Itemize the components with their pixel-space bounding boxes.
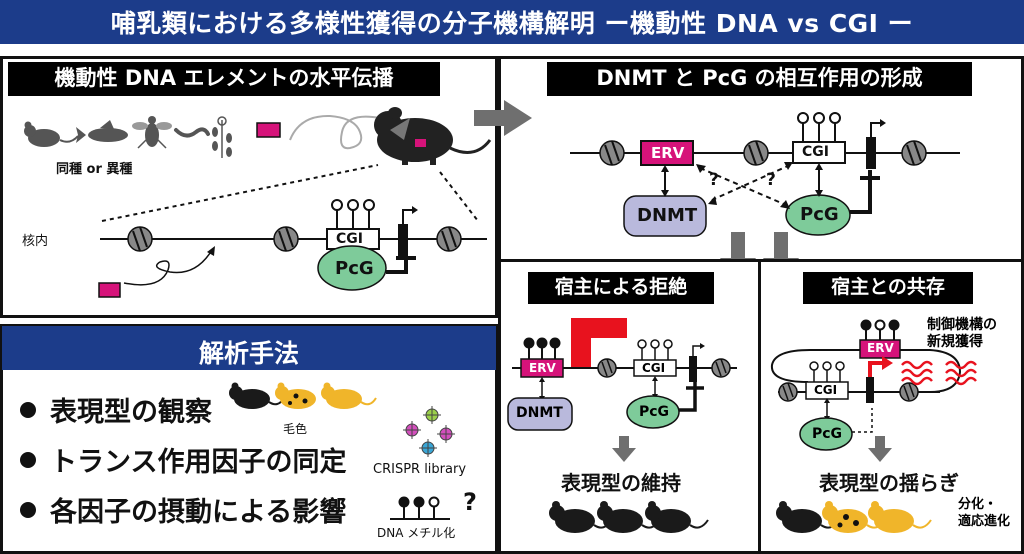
species-label: 同種 or 異種 [56,162,133,177]
pcg-label: PcG [335,258,374,279]
yellow-mouse-icon [868,501,932,533]
panel-host-coexistence [758,259,1024,554]
method-item-label: 表現型の観察 [50,397,212,428]
nucleosome [743,140,769,166]
panel-horizontal-transfer [0,56,498,318]
panel-horizontal-transfer-header: 機動性 DNA エレメントの水平伝播 [8,62,440,96]
gene-box [866,377,874,403]
question-mark: ? [766,170,776,190]
active-promoter-arrow-icon [868,361,884,377]
adaptation-label: 分化・ 適応進化 [958,497,1011,529]
method-item: 各因子の摂動による影響 [20,490,346,529]
methylated-cpg-icon [523,337,561,359]
erv-label: ERV [651,144,685,162]
cgi-label: CGI [336,231,363,247]
mouse-icon [24,121,79,147]
promoter-arrow-icon [870,122,882,137]
nucleosome [597,358,617,378]
spotted-mouse-icon [822,501,886,533]
unmethylated-cpg-icon [331,199,375,229]
dna-methylation-icon [390,496,450,520]
coat-color-label: 毛色 [283,422,308,436]
gene-box [689,356,697,382]
nucleosome [778,382,798,402]
phenotype-fluctuation-label: 表現型の揺らぎ [819,471,959,495]
question-mark: ? [463,488,477,516]
method-item-label: トランス作用因子の同定 [50,447,347,478]
panel-host-rejection-header: 宿主による拒絶 [528,272,714,304]
spotted-mouse-icon [275,382,316,409]
plant-icon [212,116,232,158]
black-mouse-icon [597,501,661,533]
black-mouse-icon [776,501,840,533]
pcg-label: PcG [639,404,670,420]
page-title: 哺乳類における多様性獲得の分子機構解明 ー機動性 DNA vs CGI ー [0,0,1024,44]
fish-icon [76,120,128,143]
nucleosome [273,226,299,252]
method-item: 表現型の観察 [20,390,212,429]
nucleosome [899,382,919,402]
dnmt-complex [507,397,573,431]
transcript-wave-icon [901,360,977,386]
pcg-complex [626,395,680,429]
new-mechanism-label: 制御機構の 新規獲得 [927,317,997,350]
nucleosome [127,226,153,252]
method-item: トランス作用因子の同定 [20,440,346,479]
phenotype-maintained-label: 表現型の維持 [561,471,681,495]
cgi-label: CGI [802,144,829,160]
pcg-label: PcG [800,204,839,225]
black-mouse-icon [549,501,613,533]
dnmt-label: DNMT [637,205,698,226]
yellow-mouse-icon [321,382,377,409]
unmethylated-cpg-icon [809,361,845,382]
nucleosome [711,358,731,378]
pcg-label: PcG [812,426,843,442]
nucleus-label: 核内 [22,234,49,249]
erv-box [640,140,694,166]
nucleosome [901,140,927,166]
nucleosome [436,226,462,252]
nucleosome [599,140,625,166]
pcg-complex [799,417,853,451]
crispr-virus-icon [403,406,455,457]
crispr-library-label: CRISPR library [373,462,467,477]
bullet-icon [20,501,36,518]
gene-box [866,137,876,169]
promoter-arrow-icon [402,209,414,224]
bullet-icon [20,401,36,418]
panel-host-coexistence-header: 宿主との共存 [803,272,973,304]
cgi-label: CGI [642,361,666,375]
methylated-cpg-icon [860,319,900,340]
method-item-label: 各因子の摂動による影響 [50,497,347,528]
transfer-path [289,114,381,150]
question-mark: ? [709,170,719,190]
dnmt-label: DNMT [516,405,563,421]
pcg-complex [317,245,387,291]
unmethylated-cpg-icon [797,112,841,142]
erv-label: ERV [867,341,894,355]
erv-label: ERV [529,361,556,375]
black-mouse-icon [645,501,709,533]
unmethylated-cpg-icon [637,339,673,360]
bullet-icon [20,451,36,468]
panel-methods-header: 解析手法 [2,326,496,370]
mobile-element-box [98,282,121,298]
fly-icon [132,116,172,149]
worm-icon [174,127,210,138]
cgi-label: CGI [814,383,838,397]
mobile-element-box [256,122,281,138]
gene-box [398,224,408,256]
panel-dnmt-pcg-header: DNMT と PcG の相互作用の形成 [547,62,972,96]
dna-methylation-label: DNA メチル化 [377,526,456,540]
